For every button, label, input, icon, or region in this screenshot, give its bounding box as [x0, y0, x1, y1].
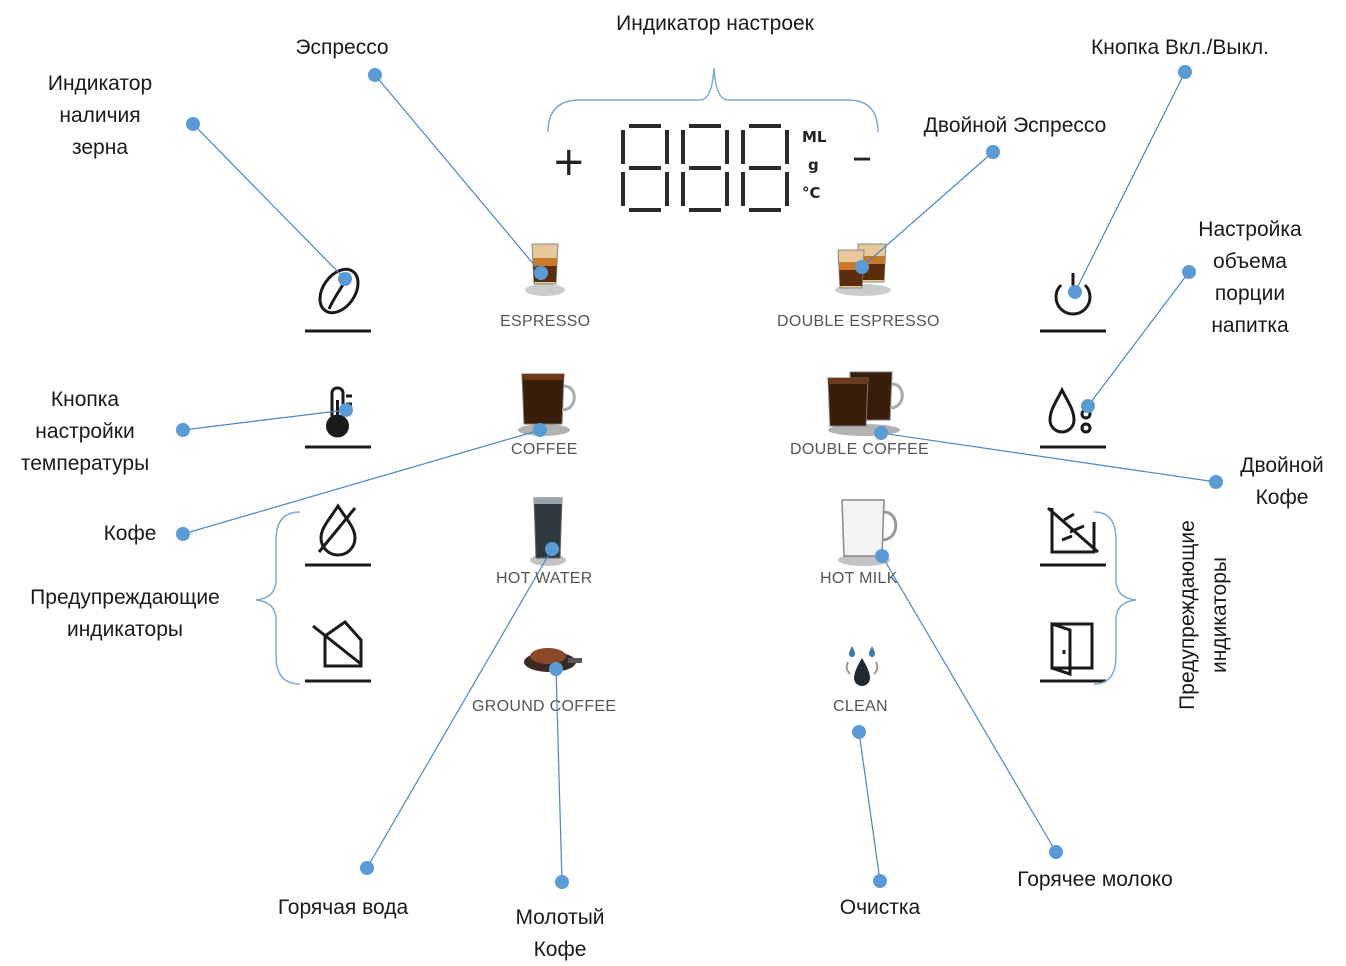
display-digit-3 — [741, 124, 789, 212]
dot — [360, 861, 374, 875]
annot-coffee: Кофе — [103, 522, 157, 545]
coffee-cup-icon[interactable] — [512, 366, 582, 438]
clean-drops-icon[interactable] — [842, 640, 882, 690]
leader-clean — [858, 731, 881, 882]
annot-power-button: Кнопка Вкл./Выкл. — [1090, 36, 1269, 59]
leader-espresso — [374, 74, 542, 274]
dot — [852, 725, 866, 739]
annot-hot-milk: Горячее молоко — [1017, 868, 1173, 891]
dot — [186, 117, 200, 131]
dot — [368, 68, 382, 82]
annot-volume-setting: Настройка объема порции напитка — [1198, 218, 1302, 337]
double-coffee-label[interactable]: DOUBLE COFFEE — [790, 441, 930, 458]
hot-milk-mug-icon[interactable] — [834, 494, 904, 568]
dot — [176, 423, 190, 437]
grounds-container-icon — [305, 620, 371, 683]
hot-water-glass-icon[interactable] — [528, 494, 568, 568]
seven-segment-display — [621, 124, 789, 212]
dot — [1178, 65, 1192, 79]
plus-button[interactable]: + — [552, 139, 586, 185]
dot — [1049, 845, 1063, 859]
warnings-left-brace — [255, 511, 301, 685]
annot-double-espresso: Двойной Эспрессо — [923, 114, 1107, 137]
double-espresso-cups-icon[interactable] — [832, 238, 894, 298]
unit-g: g — [808, 156, 819, 174]
hot-milk-label[interactable]: HOT MILK — [820, 570, 898, 587]
double-coffee-cups-icon[interactable] — [822, 366, 912, 438]
hot-water-label[interactable]: HOT WATER — [496, 570, 593, 587]
unit-ml: ML — [802, 128, 827, 146]
clean-label[interactable]: CLEAN — [833, 698, 888, 715]
descale-warning-icon — [1040, 506, 1106, 567]
dot — [555, 875, 569, 889]
annot-double-coffee: Двойной Кофе — [1240, 454, 1324, 509]
bean-icon — [305, 267, 371, 333]
annot-warnings-left: Предупреждающие индикаторы — [30, 586, 220, 641]
annot-ground-coffee: Молотый Кофе — [515, 906, 605, 961]
leader-power — [1074, 71, 1186, 293]
annot-temperature-button: Кнопка настройки температуры — [20, 388, 150, 475]
annot-bean-indicator: Индикатор наличия зерна — [47, 72, 153, 159]
dot — [986, 145, 1000, 159]
ground-coffee-label[interactable]: GROUND COFFEE — [472, 698, 617, 715]
door-open-icon — [1040, 621, 1106, 683]
annot-hot-water: Горячая вода — [277, 896, 409, 919]
annot-espresso: Эспрессо — [295, 36, 389, 59]
minus-button[interactable]: – — [852, 134, 872, 180]
annot-settings-indicator: Индикатор настроек — [616, 12, 814, 35]
thermometer-icon[interactable] — [305, 384, 371, 450]
leader-hot-milk — [881, 555, 1057, 853]
dot — [873, 874, 887, 888]
espresso-cup-icon[interactable] — [522, 238, 568, 298]
display-digit-1 — [621, 124, 669, 212]
ground-coffee-spoon-icon[interactable] — [520, 640, 584, 680]
annot-warnings-right: Предупреждающие индикаторы — [1176, 520, 1231, 710]
coffee-label[interactable]: COFFEE — [511, 441, 578, 458]
display-digit-2 — [681, 124, 729, 212]
unit-celsius: °C — [802, 184, 821, 202]
power-icon[interactable] — [1040, 265, 1106, 335]
drop-volume-icon[interactable] — [1040, 384, 1106, 450]
annot-clean: Очистка — [839, 896, 921, 919]
no-water-icon — [305, 503, 371, 567]
double-espresso-label[interactable]: DOUBLE ESPRESSO — [777, 313, 940, 330]
leader-bean — [192, 123, 346, 280]
dot — [1209, 475, 1223, 489]
espresso-label[interactable]: ESPRESSO — [500, 313, 591, 330]
